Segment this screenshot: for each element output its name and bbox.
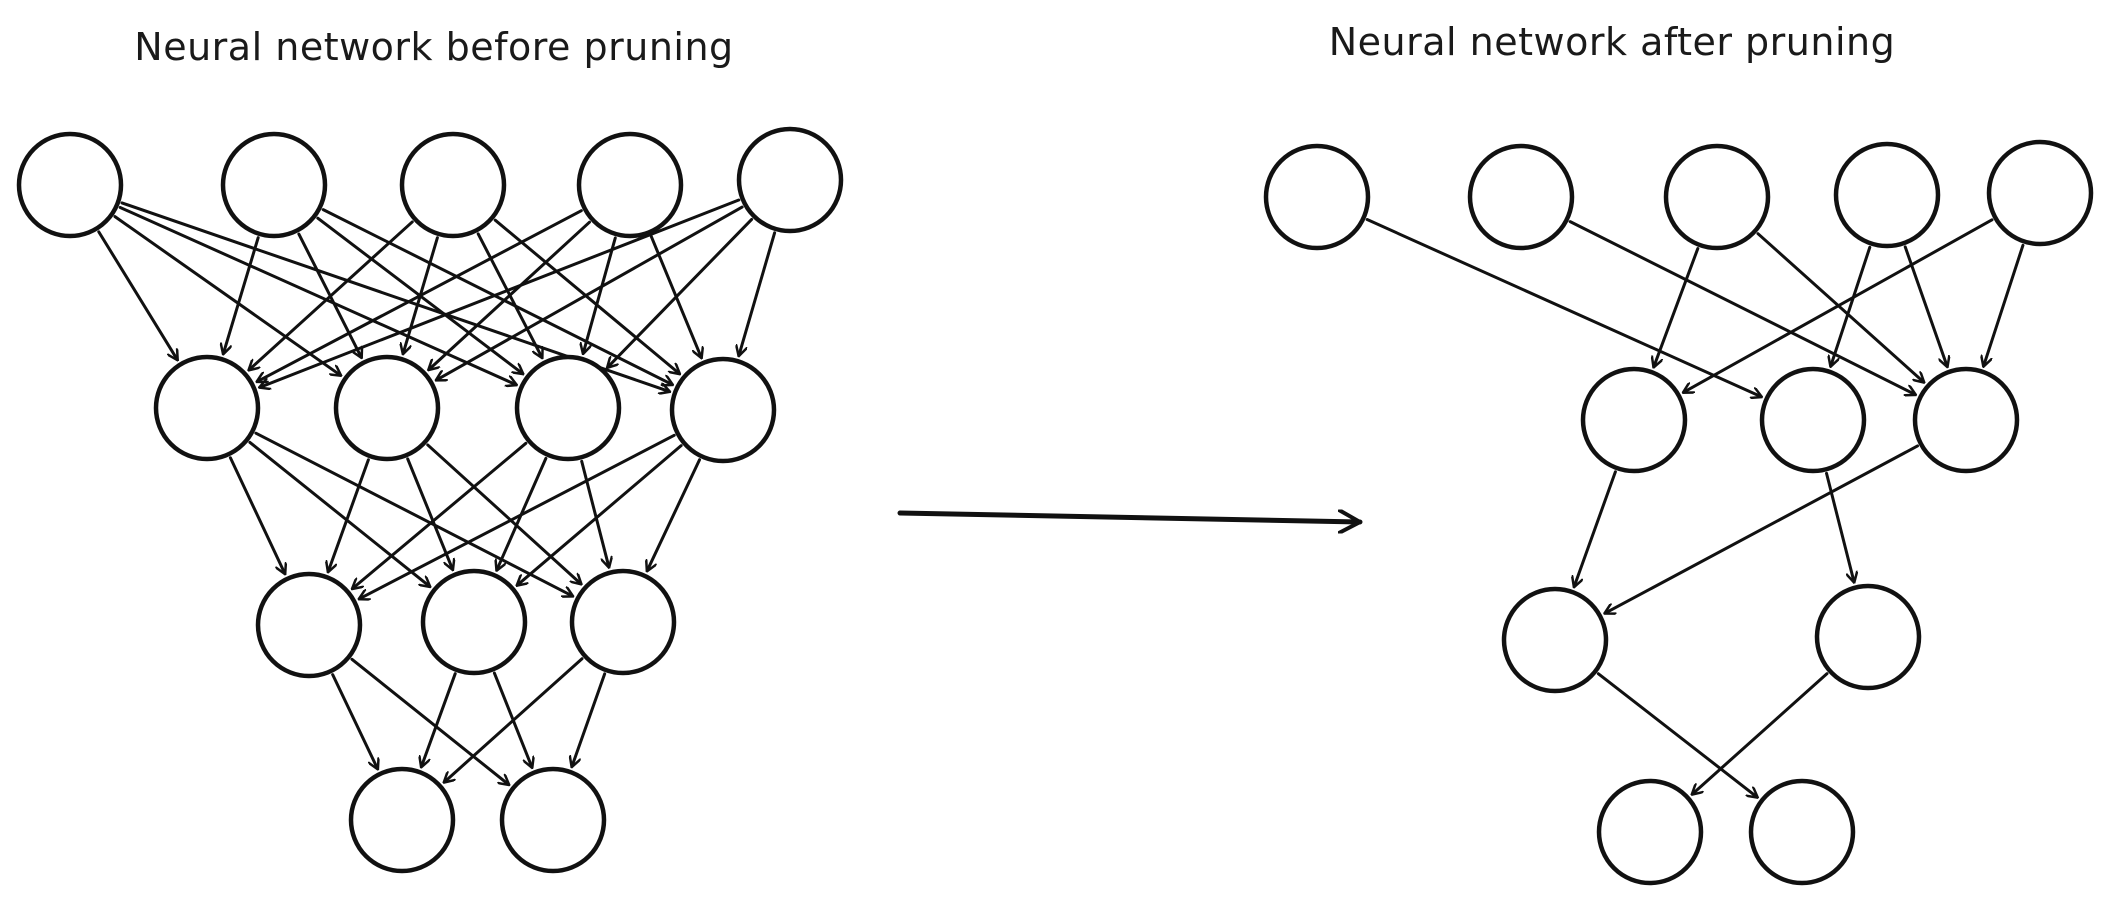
before-edge-19 <box>739 231 777 355</box>
after-edge-1 <box>1568 220 1915 395</box>
before-pruning-title: Neural network before pruning <box>134 25 733 69</box>
after-neuron-l0-n4 <box>1986 139 2094 247</box>
before-edge-36 <box>444 657 584 782</box>
after-neuron-l2-n0 <box>1501 586 1609 694</box>
before-edge-30 <box>517 444 683 585</box>
before-edge-13 <box>429 220 591 369</box>
before-neuron-l3-n0 <box>348 766 456 874</box>
after-neuron-l1-n2 <box>1912 366 2020 474</box>
before-edge-26 <box>353 441 528 588</box>
before-edge-12 <box>257 209 583 382</box>
before-edge-2 <box>118 205 516 384</box>
after-neuron-l2-n1 <box>1814 583 1922 691</box>
before-edge-22 <box>254 431 572 596</box>
before-edge-21 <box>248 440 430 586</box>
after-neuron-l1-n1 <box>1759 366 1867 474</box>
after-neuron-l0-n2 <box>1663 143 1771 251</box>
before-neuron-l1-n1 <box>333 354 441 462</box>
after-neuron-l1-n0 <box>1580 366 1688 474</box>
before-edge-4 <box>223 236 260 354</box>
before-edge-37 <box>572 672 607 766</box>
before-edge-24 <box>406 457 453 569</box>
after-edge-6 <box>1684 218 1994 392</box>
before-pruning-edges <box>97 198 777 784</box>
before-pruning-network <box>16 126 844 874</box>
before-edge-32 <box>331 673 378 769</box>
after-edge-2 <box>1654 247 1700 367</box>
before-neuron-l2-n2 <box>569 568 677 676</box>
before-neuron-l0-n3 <box>576 131 684 239</box>
before-edge-23 <box>328 458 370 572</box>
before-edge-33 <box>350 657 509 784</box>
after-pruning-title: Neural network after pruning <box>1329 20 1895 64</box>
after-neuron-l3-n1 <box>1748 778 1856 886</box>
before-edge-0 <box>97 230 177 360</box>
after-edge-9 <box>1825 471 1854 581</box>
before-neuron-l2-n1 <box>420 568 528 676</box>
before-neuron-l0-n1 <box>220 131 328 239</box>
after-edge-12 <box>1692 672 1829 794</box>
before-edge-20 <box>228 456 284 574</box>
before-edge-34 <box>421 672 457 767</box>
before-neuron-l0-n0 <box>16 131 124 239</box>
before-neuron-l1-n3 <box>669 356 777 464</box>
after-edge-0 <box>1365 218 1761 397</box>
pruning-transition-arrow <box>897 513 1363 522</box>
before-edge-28 <box>580 459 609 567</box>
after-neuron-l0-n3 <box>1833 141 1941 249</box>
before-edge-18 <box>608 217 754 367</box>
after-edge-3 <box>1756 232 1924 382</box>
before-edge-31 <box>647 458 702 571</box>
before-neuron-l2-n0 <box>255 571 363 679</box>
before-neuron-l0-n4 <box>736 126 844 234</box>
before-edge-14 <box>583 236 617 353</box>
before-edge-17 <box>437 205 744 380</box>
before-neuron-l1-n0 <box>153 354 261 462</box>
before-neuron-l3-n1 <box>499 766 607 874</box>
before-edge-1 <box>113 215 340 376</box>
before-edge-7 <box>321 208 672 385</box>
after-edge-5 <box>1903 245 1947 366</box>
after-neuron-l0-n1 <box>1467 143 1575 251</box>
before-neuron-l0-n2 <box>399 131 507 239</box>
after-neuron-l3-n0 <box>1596 778 1704 886</box>
before-edge-29 <box>360 433 676 598</box>
before-edge-16 <box>260 198 741 387</box>
before-edge-11 <box>493 218 679 373</box>
after-edge-7 <box>1984 243 2025 366</box>
after-edge-8 <box>1574 470 1617 587</box>
after-edge-10 <box>1605 444 1920 613</box>
after-neuron-l0-n0 <box>1263 143 1371 251</box>
before-edge-25 <box>426 443 581 584</box>
after-pruning-edges <box>1365 218 2025 797</box>
after-edge-11 <box>1596 672 1757 797</box>
before-edge-8 <box>249 220 414 370</box>
after-edge-4 <box>1831 245 1872 366</box>
before-neuron-l1-n2 <box>514 354 622 462</box>
after-pruning-network <box>1263 139 2094 886</box>
